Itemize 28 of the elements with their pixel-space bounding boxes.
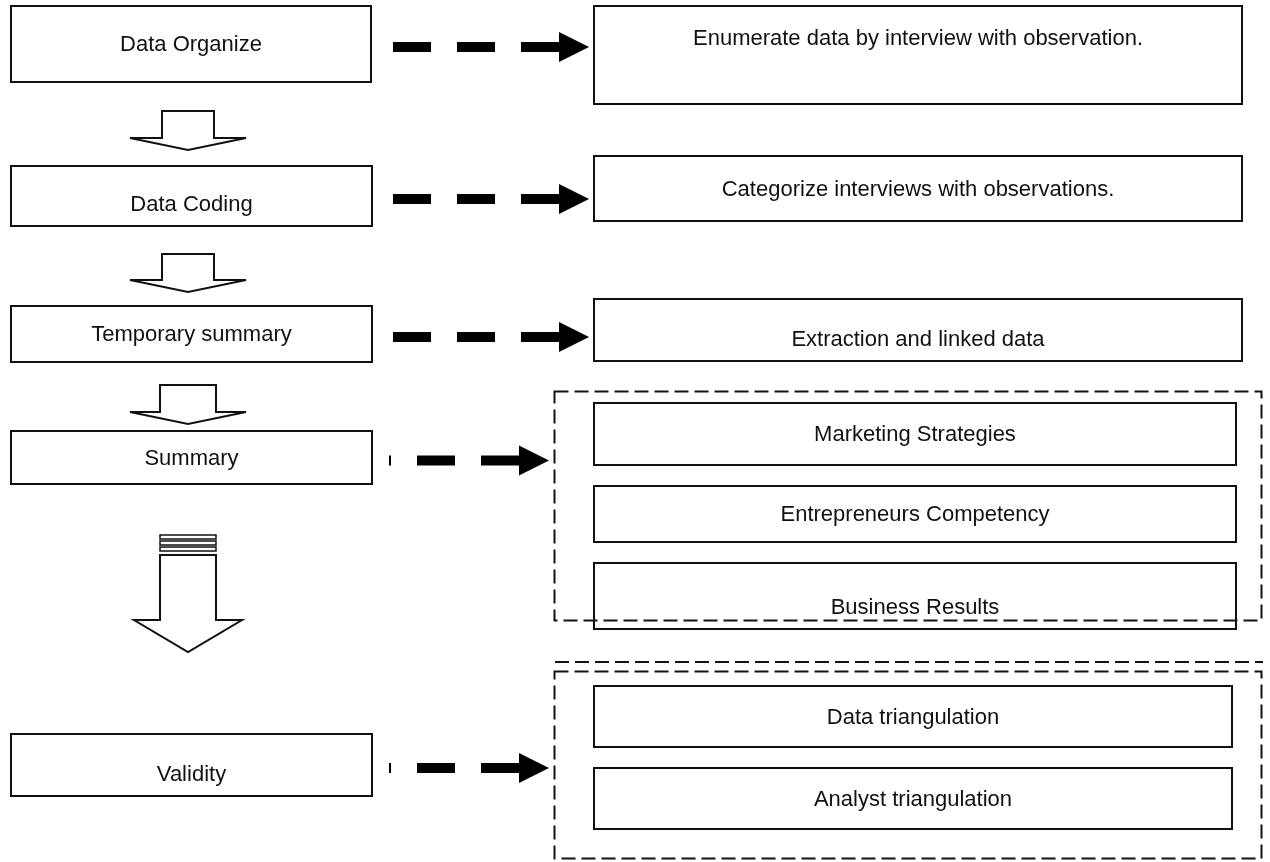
process-box bbox=[593, 155, 1243, 222]
process-box bbox=[593, 767, 1233, 830]
process-box bbox=[10, 305, 373, 363]
dashed-arrow bbox=[389, 753, 549, 783]
process-box bbox=[10, 733, 373, 797]
process-box bbox=[593, 5, 1243, 105]
process-box bbox=[593, 485, 1237, 543]
box-label: Business Results bbox=[829, 594, 1001, 620]
box-label: Enumerate data by interview with observation. bbox=[692, 25, 1144, 51]
box-label: Data triangulation bbox=[825, 703, 1001, 730]
process-box bbox=[10, 430, 373, 485]
box-label: Marketing Strategies bbox=[813, 421, 1017, 447]
process-box bbox=[10, 165, 373, 227]
box-label: Temporary summary bbox=[90, 321, 293, 347]
box-label: Extraction and linked data bbox=[790, 326, 1046, 352]
process-box bbox=[10, 5, 372, 83]
box-label: Data Organize bbox=[119, 31, 263, 57]
box-label: Data Coding bbox=[129, 191, 254, 217]
process-box bbox=[593, 562, 1237, 630]
box-label: Summary bbox=[143, 444, 240, 471]
box-label: Analyst triangulation bbox=[812, 785, 1014, 812]
process-box bbox=[593, 298, 1243, 362]
box-label: Entrepreneurs Competency bbox=[779, 501, 1051, 527]
dashed-arrow bbox=[389, 445, 549, 476]
process-box bbox=[593, 402, 1237, 466]
box-label: Validity bbox=[155, 761, 228, 787]
process-box bbox=[593, 685, 1233, 748]
box-label: Categorize interviews with observations. bbox=[720, 175, 1116, 202]
